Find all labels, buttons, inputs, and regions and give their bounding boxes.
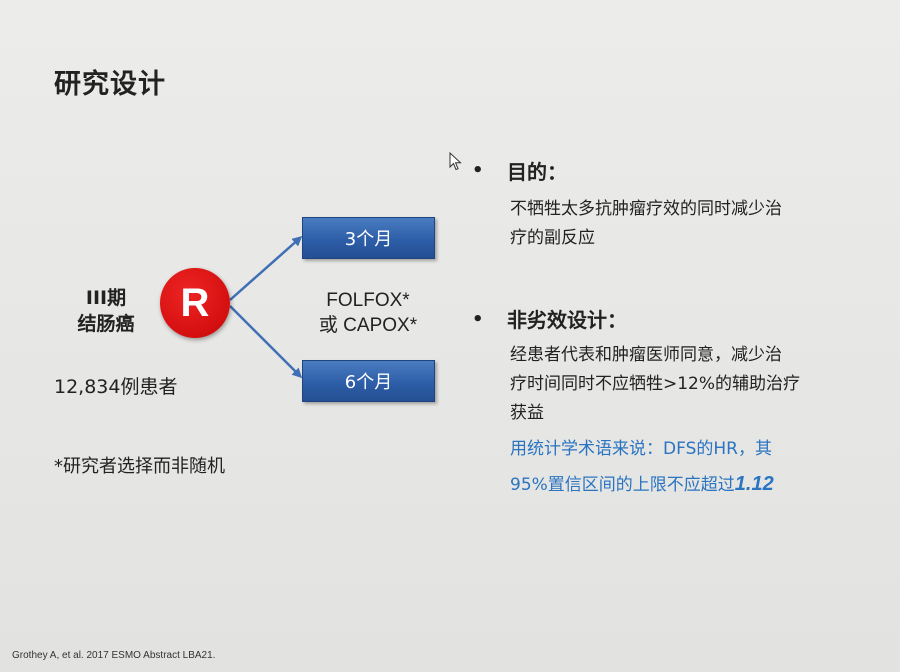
noninferiority-text: 经患者代表和肿瘤医师同意，减少治 疗时间同时不应牺牲>12%的辅助治疗 获益	[510, 341, 850, 428]
regimen-label: FOLFOX* 或 CAPOX*	[298, 288, 438, 338]
arm-6-months: 6个月	[302, 360, 435, 402]
noninferiority-line2: 疗时间同时不应牺牲>12%的辅助治疗	[510, 374, 801, 394]
noninferiority-line1: 经患者代表和肿瘤医师同意，减少治	[510, 345, 782, 365]
citation: Grothey A, et al. 2017 ESMO Abstract LBA…	[12, 650, 216, 661]
statistical-line2-prefix: 95%置信区间的上限不应超过	[510, 475, 735, 495]
arm-3-months: 3个月	[302, 217, 435, 259]
stage-label-line1: III期	[85, 287, 127, 309]
objective-line1: 不牺牲太多抗肿瘤疗效的同时减少治	[510, 199, 782, 219]
arrow-to-3-months	[229, 236, 303, 301]
bullet-noninferiority: •	[472, 309, 484, 330]
statistical-line2: 95%置信区间的上限不应超过1.12	[510, 467, 850, 503]
stage-label-line2: 结肠癌	[77, 313, 135, 335]
noninferiority-line3: 获益	[510, 403, 544, 423]
randomization-circle: R	[160, 268, 230, 338]
noninferiority-heading: 非劣效设计：	[507, 308, 627, 332]
footnote-non-random: *研究者选择而非随机	[54, 456, 225, 477]
randomization-letter: R	[180, 281, 210, 325]
regimen-line2: 或 CAPOX*	[318, 315, 418, 336]
objective-heading: 目的：	[507, 160, 567, 184]
patient-count: 12,834例患者	[54, 376, 178, 398]
arm-6-months-label: 6个月	[344, 372, 393, 393]
arrow-to-6-months	[229, 305, 303, 379]
stage-label: III期 结肠癌	[66, 285, 146, 337]
arm-3-months-label: 3个月	[344, 229, 393, 250]
objective-line2: 疗的副反应	[510, 228, 595, 248]
objective-text: 不牺牲太多抗肿瘤疗效的同时减少治 疗的副反应	[510, 195, 850, 253]
bullet-objective: •	[472, 160, 484, 181]
statistical-criterion: 用统计学术语来说：DFS的HR，其 95%置信区间的上限不应超过1.12	[510, 432, 850, 503]
hr-threshold-value: 1.12	[734, 473, 774, 495]
statistical-line1: 用统计学术语来说：DFS的HR，其	[510, 439, 772, 459]
mouse-cursor-icon	[449, 152, 462, 171]
slide-title: 研究设计	[54, 69, 166, 100]
regimen-line1: FOLFOX*	[326, 290, 410, 311]
